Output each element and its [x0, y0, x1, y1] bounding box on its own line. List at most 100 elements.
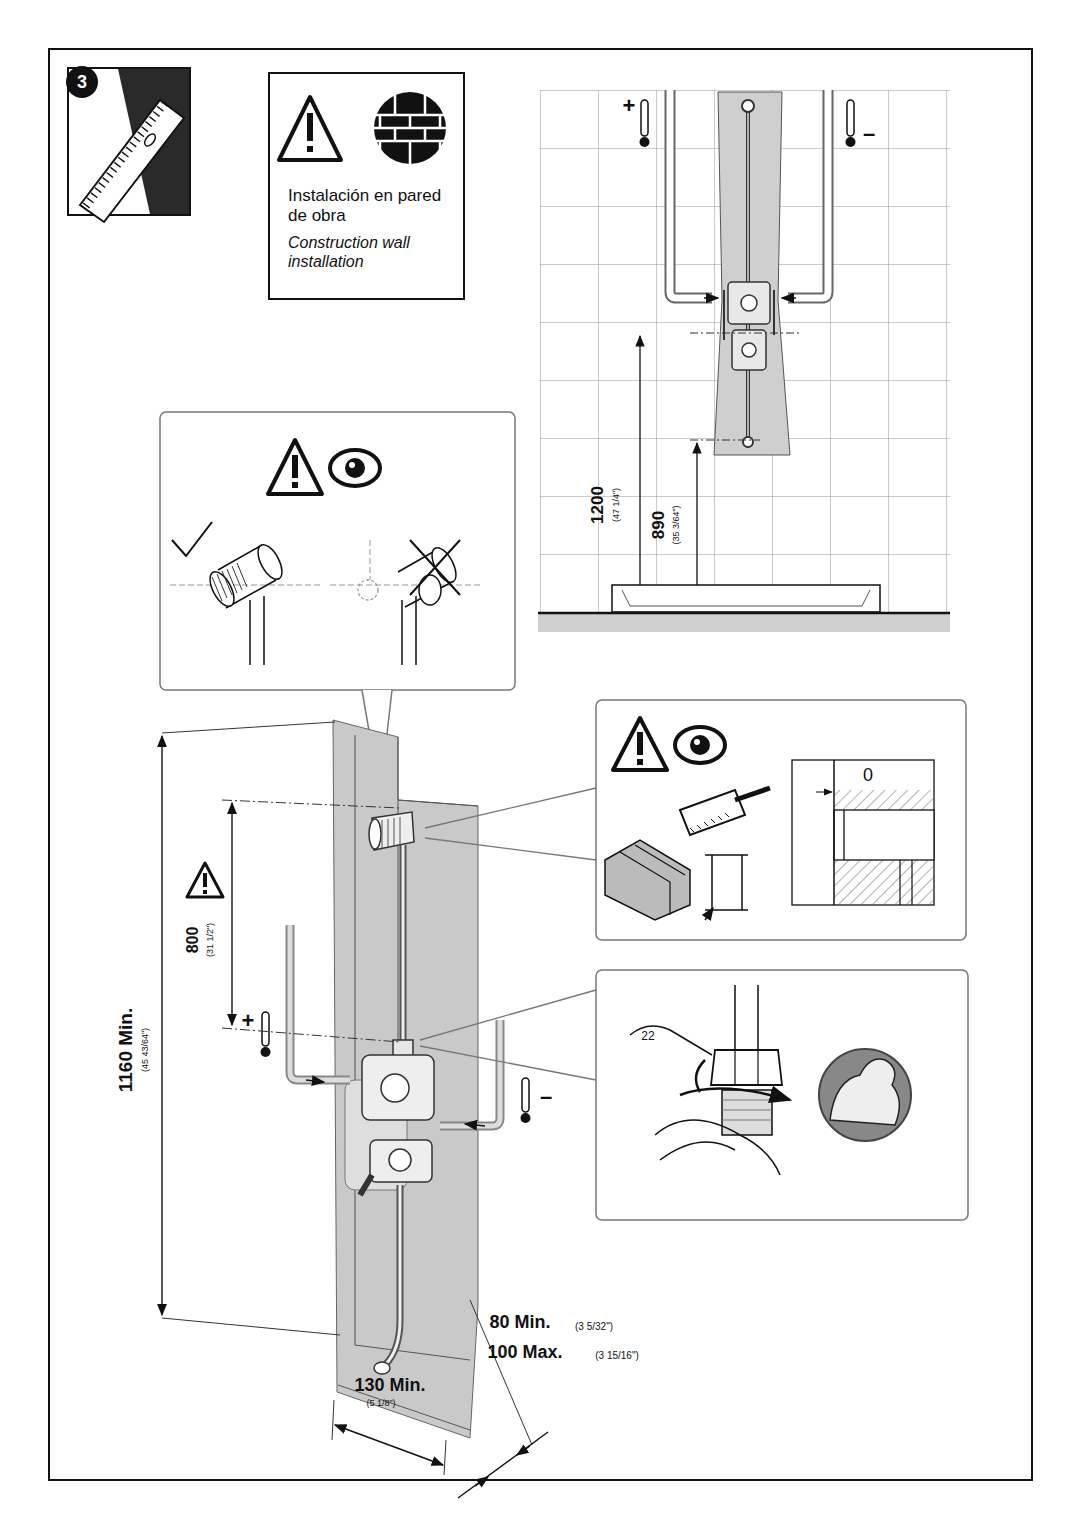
- wall-recess-view-part: [381, 1074, 409, 1102]
- elevation-view-part: [538, 614, 950, 632]
- wall-recess-view-part: [306, 1080, 324, 1082]
- elevation-view-part: [670, 90, 712, 298]
- elevation-view-part: [704, 297, 718, 299]
- cut-flush-callout: [425, 700, 966, 940]
- cut-flush-callout-part: [705, 855, 748, 910]
- node-text: 3: [77, 72, 87, 93]
- elevation-view-part: [641, 100, 648, 136]
- wall-recess-view-part: [369, 819, 381, 849]
- dimension-value: 100 Max.: [487, 1343, 562, 1363]
- elevation-view-part: [747, 108, 749, 440]
- thread-callout-part: [330, 450, 380, 486]
- installation-type-box: Instalación en pared de obraConstruction…: [268, 72, 465, 300]
- cut-flush-callout-part: [900, 860, 912, 905]
- tighten-callout-part: [680, 1089, 790, 1100]
- thread-callout-part: [292, 455, 298, 478]
- elevation-view-part: [540, 90, 950, 612]
- dimension-inches: (5 1/8"): [366, 1399, 395, 1409]
- cut-flush-callout-part: [637, 759, 643, 765]
- wall-recess-view-part: [521, 1113, 531, 1123]
- elevation-view-part: [742, 100, 754, 112]
- dimension-inches: (3 5/32"): [575, 1321, 613, 1332]
- thread-callout-part: [250, 596, 264, 665]
- wall-recess-view-part: [458, 1432, 548, 1498]
- dimension-inches: (31 1/2"): [206, 923, 216, 957]
- thread-callout-part: [212, 563, 247, 601]
- cut-flush-callout-part: [605, 840, 690, 920]
- thread-callout-part: [170, 585, 320, 586]
- wall-recess-view-part: [440, 1020, 500, 1126]
- wall-recess-view-part: [465, 1124, 485, 1126]
- elevation-view-part: [612, 585, 880, 612]
- gap-value: 0: [861, 766, 875, 786]
- wall-recess-view-part: [374, 1362, 390, 1374]
- elevation-view-part: [732, 330, 766, 370]
- thread-callout-part: [205, 568, 239, 610]
- thread-callout-part: [292, 482, 298, 488]
- cut-flush-callout-part: [843, 810, 844, 860]
- wall-recess-view-part: [362, 1055, 434, 1120]
- cut-flush-callout-part: [705, 908, 713, 920]
- elevation-view-part: [742, 343, 756, 357]
- thread-callout-part: [330, 540, 480, 585]
- tighten-callout-part: [655, 1120, 780, 1175]
- cut-flush-callout-part: [425, 788, 596, 860]
- elevation-view-part: [690, 333, 800, 334]
- thread-callout-part: [419, 575, 441, 605]
- tighten-callout-part: [830, 1059, 899, 1125]
- step-number: 3: [66, 66, 98, 98]
- tighten-callout-part: [596, 970, 968, 1220]
- dimension-inches: (3 15/16"): [595, 1350, 639, 1361]
- cut-flush-callout-part: [735, 788, 770, 800]
- cut-flush-callout-part: [620, 845, 685, 915]
- wall-recess-view-part: [444, 1440, 446, 1475]
- thread-callout-part: [345, 458, 365, 478]
- ruler-icon: [68, 68, 190, 222]
- cold-symbol: –: [863, 122, 875, 146]
- wall-recess-view-part: [475, 1477, 488, 1486]
- cut-flush-callout-part: [690, 735, 710, 755]
- elevation-view-part: [741, 295, 757, 311]
- wall-recess-view-part: [261, 1047, 271, 1057]
- elevation-view-part: [670, 90, 712, 298]
- elevation-view-part: [743, 437, 753, 447]
- tighten-callout-part: [420, 990, 596, 1080]
- wall-recess-view-part: [332, 1400, 334, 1440]
- dimension-value: 1200: [589, 486, 608, 524]
- cut-flush-callout-part: [792, 760, 934, 905]
- tighten-callout-part: [722, 1090, 772, 1135]
- wall-recess-view-part: [389, 1149, 411, 1171]
- cut-flush-callout-part: [816, 792, 832, 793]
- dimension-value: 800: [184, 927, 202, 954]
- wall-recess-view-part: [360, 1175, 372, 1195]
- thread-callout-part: [402, 596, 416, 665]
- thread-callout-part: [410, 540, 460, 595]
- warning-brick-icons: [279, 92, 446, 164]
- wall-recess-view-part: [290, 925, 350, 1080]
- dimension-inches: (47 1/4"): [612, 488, 622, 522]
- wall-recess-view-part: [203, 890, 207, 894]
- elevation-view-part: [538, 612, 950, 615]
- elevation-view-part: [728, 282, 770, 324]
- tighten-callout-part: [735, 985, 758, 1050]
- wall-recess-view-part: [231, 803, 232, 1025]
- elevation-view-part: [696, 443, 697, 597]
- thread-callout-part: [268, 440, 322, 494]
- dimension-inches: (35 3/64"): [672, 505, 682, 544]
- wall-recess-view-part: [162, 1318, 340, 1335]
- dimension-value: 130 Min.: [354, 1376, 425, 1396]
- wall-recess-view-part: [385, 1185, 400, 1365]
- cut-flush-callout-part: [596, 700, 966, 940]
- elevation-view-part: [847, 100, 854, 136]
- wall-recess-view-part: [522, 1078, 529, 1112]
- tighten-callout-part: [722, 1100, 772, 1120]
- tighten-callout-part: [696, 1060, 705, 1092]
- wall-recess-view-part: [355, 735, 470, 1360]
- warning-brick-icons-part: [374, 92, 446, 164]
- cut-flush-callout-part: [675, 727, 725, 763]
- tighten-callout-part: [711, 1050, 782, 1085]
- elevation-view-part: [846, 137, 856, 147]
- thread-callout-part: [253, 541, 287, 583]
